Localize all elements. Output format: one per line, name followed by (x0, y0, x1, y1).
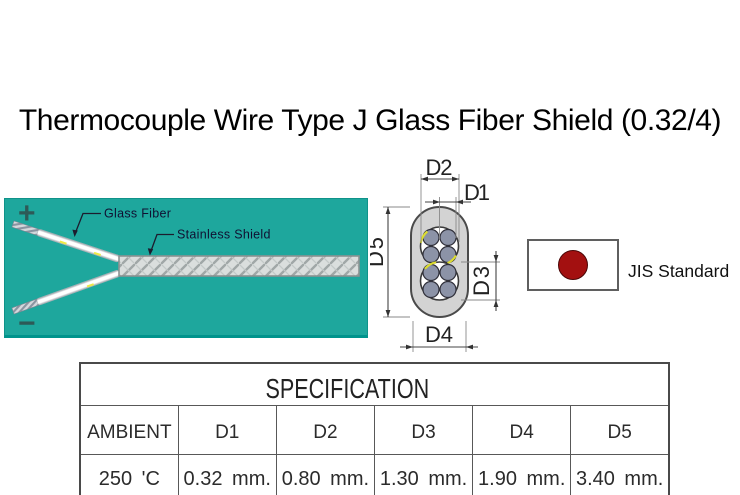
plus-symbol: + (18, 199, 36, 230)
cell-ambient-value: 250 'C (79, 454, 179, 495)
spec-table-title: SPECIFICATION (265, 373, 430, 404)
dim-label-d4: D4 (425, 322, 453, 347)
cell-d3-value: 1.30 mm. (373, 454, 474, 495)
glass-fiber-arrow-icon (72, 229, 78, 237)
glass-fiber-leader (74, 212, 101, 233)
wire-illustration-drawing: Glass Fiber Stainless Shield + − (5, 199, 367, 335)
spec-table: SPECIFICATION AMBIENT D1 D2 D3 D4 D5 250… (79, 362, 670, 495)
stainless-shield-leader (150, 233, 174, 252)
conductor (422, 280, 440, 299)
cell-d2-value: 0.80 mm. (275, 454, 375, 495)
dimension-lines (385, 176, 499, 350)
cross-section-drawing: D2 D1 D5 D3 D4 (363, 155, 500, 352)
col-header-d4: D4 (472, 405, 572, 455)
spec-value-row: 250 'C 0.32 mm. 0.80 mm. 1.30 mm. 1.90 m… (79, 454, 670, 495)
stainless-braid (118, 255, 360, 277)
stainless-shield-label: Stainless Shield (177, 228, 271, 242)
col-header-d2: D2 (275, 405, 375, 455)
page-title: Thermocouple Wire Type J Glass Fiber Shi… (18, 104, 722, 137)
conductor (439, 263, 457, 282)
dim-label-d2: D2 (426, 155, 453, 180)
conductor (439, 228, 457, 247)
col-header-d5: D5 (570, 405, 670, 455)
conductor (422, 245, 440, 264)
yellow-trace (86, 283, 95, 288)
wire-positive-leg (11, 220, 121, 263)
stainless-shield-arrow-icon (147, 248, 154, 256)
glass-fiber-label: Glass Fiber (104, 207, 171, 221)
cross-section-diagram: D2 D1 D5 D3 D4 (363, 150, 510, 362)
flag-red-circle (558, 250, 588, 280)
japan-flag (527, 239, 619, 291)
yellow-trace (424, 261, 437, 270)
yellow-trace (93, 251, 102, 256)
spec-title-row: SPECIFICATION (79, 362, 670, 406)
yellow-trace (59, 240, 67, 245)
dim-label-d3: D3 (469, 266, 494, 296)
cell-d5-value: 3.40 mm. (570, 454, 670, 495)
col-header-d1: D1 (177, 405, 277, 455)
conductor (439, 280, 457, 299)
col-header-ambient: AMBIENT (79, 405, 179, 455)
extension-lines (383, 174, 500, 352)
dim-label-d5: D5 (370, 237, 388, 267)
yellow-trace (419, 230, 429, 243)
minus-symbol: − (18, 307, 36, 335)
jis-standard-label: JIS Standard (628, 261, 730, 281)
cell-d4-value: 1.90 mm. (472, 454, 572, 495)
cell-d1-value: 0.32 mm. (177, 454, 277, 495)
dim-label-d1: D1 (464, 180, 490, 205)
col-header-d3: D3 (373, 405, 474, 455)
spec-title-cell: SPECIFICATION (79, 362, 670, 406)
wire-illustration: Glass Fiber Stainless Shield + − (4, 198, 368, 338)
spec-header-row: AMBIENT D1 D2 D3 D4 D5 (79, 405, 670, 455)
japan-flag-drawing (558, 250, 588, 280)
